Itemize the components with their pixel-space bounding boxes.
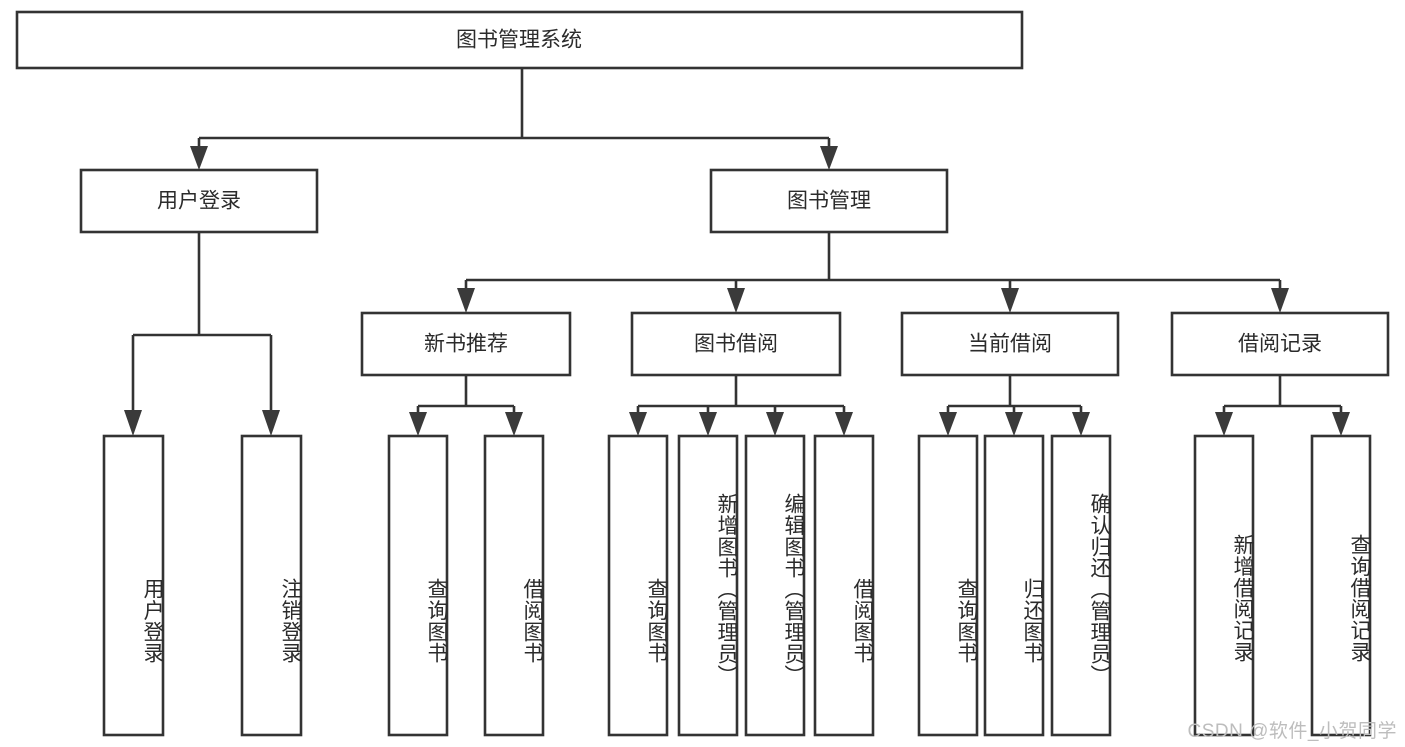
- node-leaf-return-book[interactable]: [983, 434, 1045, 737]
- node-leaf-edit-book[interactable]: [744, 434, 806, 737]
- arrow-head-icon: [1332, 412, 1350, 436]
- arrow-head-icon: [699, 412, 717, 436]
- node-new-book-recommend[interactable]: 新书推荐: [360, 311, 572, 377]
- node-book-manage[interactable]: 图书管理: [709, 168, 949, 234]
- node-user-login-label: 用户登录: [157, 190, 241, 213]
- node-borrow-record[interactable]: 借阅记录: [1170, 311, 1390, 377]
- arrow-head-icon: [939, 412, 957, 436]
- edge-group: [124, 68, 1350, 436]
- arrow-head-icon: [505, 412, 523, 436]
- arrow-head-icon: [1005, 412, 1023, 436]
- node-leaf-borrow-book-1[interactable]: [483, 434, 545, 737]
- node-leaf-confirm-return[interactable]: [1050, 434, 1112, 737]
- node-group: 图书管理系统 用户登录 图书管理 新书推荐 图书借阅 当前: [15, 10, 1390, 737]
- node-root-label: 图书管理系统: [456, 29, 582, 52]
- node-leaf-borrow-book-2[interactable]: [813, 434, 875, 737]
- arrow-head-icon: [409, 412, 427, 436]
- arrow-head-icon: [1215, 412, 1233, 436]
- node-root[interactable]: 图书管理系统: [15, 10, 1024, 70]
- node-book-manage-label: 图书管理: [787, 190, 871, 213]
- node-leaf-query-record[interactable]: [1310, 434, 1372, 737]
- arrow-head-icon: [766, 412, 784, 436]
- arrow-head-icon: [1271, 288, 1289, 313]
- node-current-borrow-label: 当前借阅: [968, 333, 1052, 356]
- arrow-head-icon: [1072, 412, 1090, 436]
- arrow-head-icon: [727, 288, 745, 313]
- node-current-borrow[interactable]: 当前借阅: [900, 311, 1120, 377]
- arrow-head-icon: [835, 412, 853, 436]
- arrow-head-icon: [190, 146, 208, 170]
- arrow-head-icon: [629, 412, 647, 436]
- node-book-borrow-label: 图书借阅: [694, 333, 778, 356]
- node-leaf-query-book-3[interactable]: [917, 434, 979, 737]
- node-leaf-user-logout[interactable]: [240, 434, 303, 737]
- arrow-head-icon: [1001, 288, 1019, 313]
- node-leaf-user-login[interactable]: [102, 434, 165, 737]
- arrow-head-icon: [124, 410, 142, 436]
- csdn-watermark: CSDN @软件_小贺同学: [1187, 721, 1397, 742]
- arrow-head-icon: [262, 410, 280, 436]
- node-user-login[interactable]: 用户登录: [79, 168, 319, 234]
- node-leaf-add-record[interactable]: [1193, 434, 1255, 737]
- node-leaf-query-book-2[interactable]: [607, 434, 669, 737]
- arrow-head-icon: [820, 146, 838, 170]
- node-borrow-record-label: 借阅记录: [1238, 333, 1322, 356]
- node-leaf-query-book-1[interactable]: [387, 434, 449, 737]
- node-new-book-recommend-label: 新书推荐: [424, 333, 508, 356]
- arrow-head-icon: [457, 288, 475, 313]
- node-leaf-add-book[interactable]: [677, 434, 739, 737]
- node-book-borrow[interactable]: 图书借阅: [630, 311, 842, 377]
